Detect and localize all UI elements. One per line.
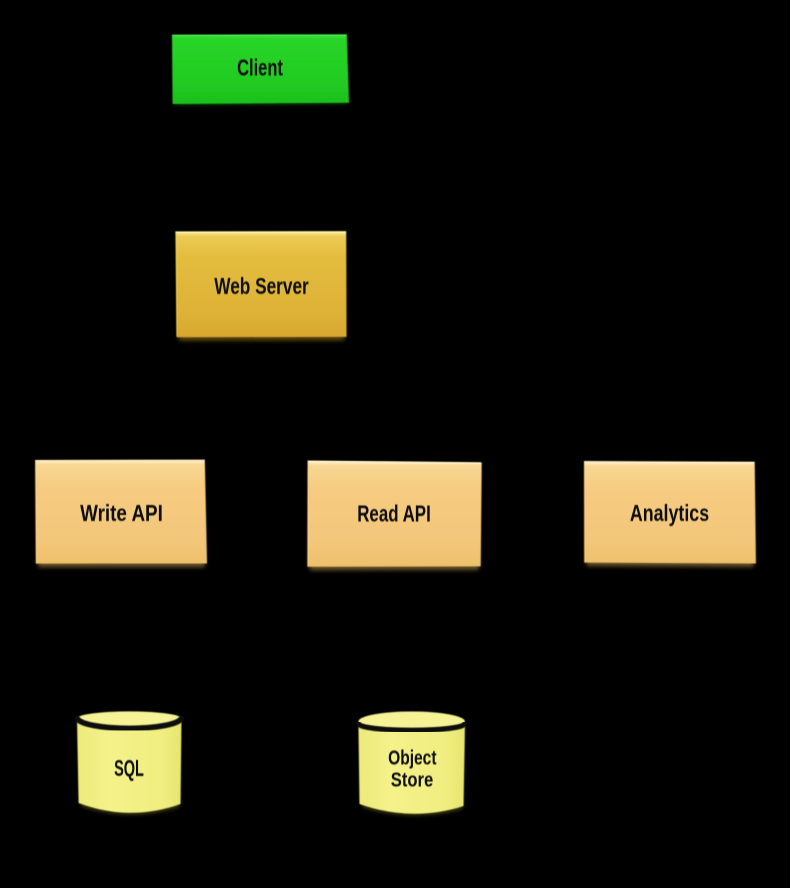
svg-text:Analytics: Analytics <box>630 501 709 527</box>
svg-text:SQL: SQL <box>114 757 144 782</box>
svg-text:Read API: Read API <box>357 502 431 527</box>
svg-text:Object: Object <box>388 746 436 769</box>
svg-text:Store: Store <box>391 768 433 791</box>
svg-text:Write API: Write API <box>80 501 163 526</box>
svg-text:Web Server: Web Server <box>214 275 309 300</box>
svg-text:Client: Client <box>237 56 283 81</box>
